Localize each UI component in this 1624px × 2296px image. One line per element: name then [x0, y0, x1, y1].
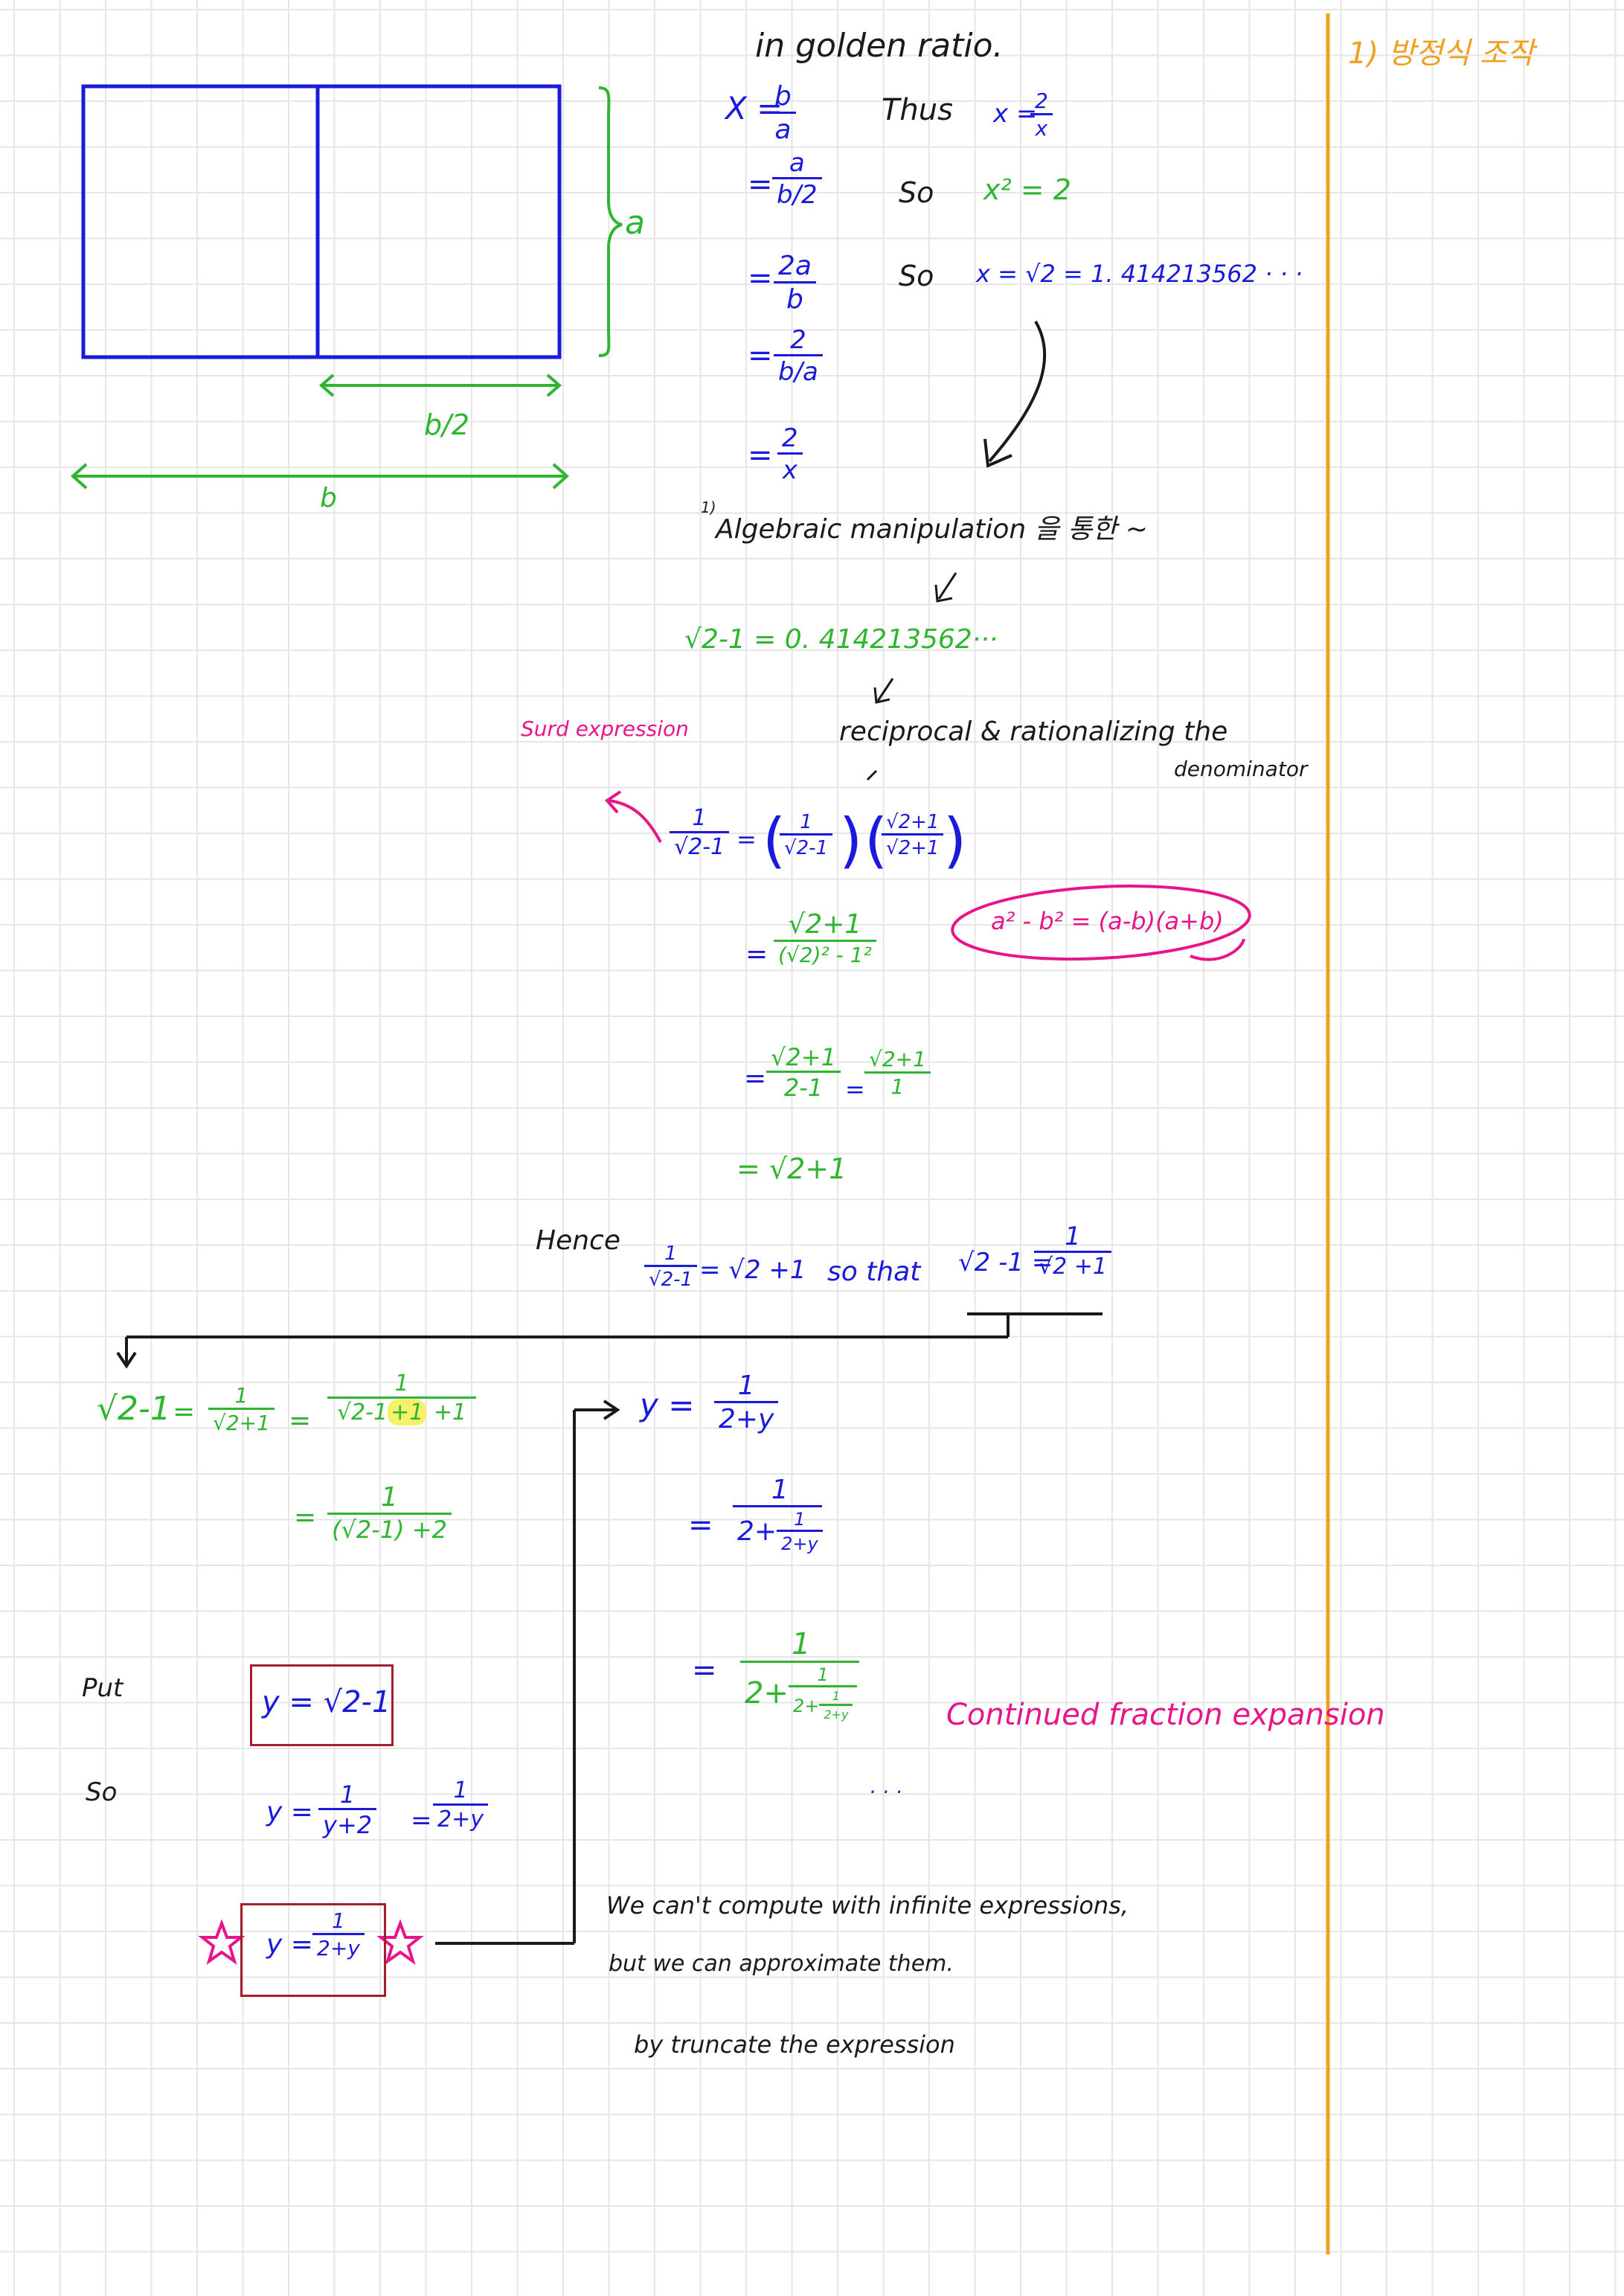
nested-fraction: 1 √2-1+1 +1: [327, 1373, 476, 1426]
brace-a: [598, 86, 623, 357]
y-definition-box: [250, 1664, 394, 1746]
algebraic-note: Algebraic manipulation 을 통한 ~: [716, 514, 1149, 545]
sqrt2-minus-1-value: √2-1 = 0. 414213562···: [684, 624, 998, 655]
label-b-half: b/2: [424, 408, 470, 441]
rationalized-result: = √2+1: [736, 1152, 847, 1185]
y-definition: y = √2-1: [262, 1685, 391, 1719]
star-left: [198, 1919, 245, 1965]
margin-note: 1) 방정식 조작: [1348, 36, 1535, 71]
y-result-box: [240, 1903, 386, 1997]
page-title: in golden ratio.: [755, 27, 1004, 65]
difference-of-squares: a² - b² = (a-b)(a+b): [991, 907, 1224, 935]
star-right: [376, 1919, 424, 1965]
label-a: a: [625, 204, 645, 242]
continued-fraction-label: Continued fraction expansion: [946, 1698, 1385, 1732]
sqrt2-value: x = √2 = 1. 414213562 · · ·: [976, 260, 1303, 288]
surd-label: Surd expression: [521, 716, 689, 741]
x-equals: X =: [725, 90, 783, 126]
label-b: b: [320, 483, 337, 513]
rationalized-fraction: √2+1(√2)² - 1²: [774, 911, 876, 966]
golden-rectangle: [81, 84, 562, 359]
reciprocal-fraction: 1√2-1: [670, 807, 730, 859]
